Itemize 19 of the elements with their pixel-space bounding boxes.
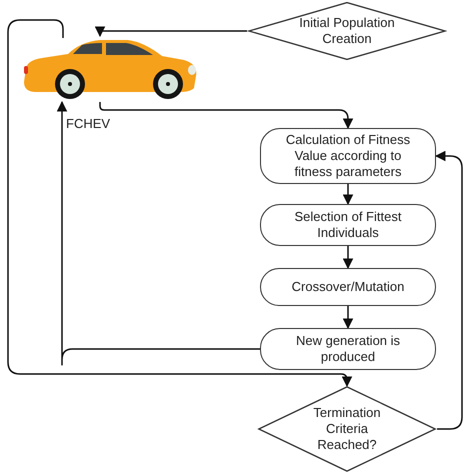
arrow bbox=[342, 306, 354, 330]
arrow bbox=[56, 100, 260, 364]
process-box bbox=[260, 328, 436, 370]
vehicle-label: FCHEV bbox=[66, 116, 110, 131]
arrow bbox=[342, 246, 354, 270]
decision-label: Initial Population Creation bbox=[298, 14, 396, 48]
arrow bbox=[94, 26, 247, 38]
arrow bbox=[99, 102, 354, 130]
process-box bbox=[260, 204, 436, 246]
decision-label: Termination Criteria Reached? bbox=[312, 404, 382, 454]
step-label: Crossover/Mutation bbox=[292, 278, 404, 296]
process-box bbox=[260, 128, 436, 184]
arrow bbox=[7, 19, 352, 388]
step-label: Selection of Fittest Individuals bbox=[294, 208, 402, 242]
arrow bbox=[342, 184, 354, 206]
arrow bbox=[434, 150, 463, 430]
step-label: New generation is produced bbox=[294, 332, 402, 366]
process-box bbox=[260, 268, 436, 306]
step-label: Calculation of Fitness Value according to fitness parameters bbox=[284, 132, 412, 180]
